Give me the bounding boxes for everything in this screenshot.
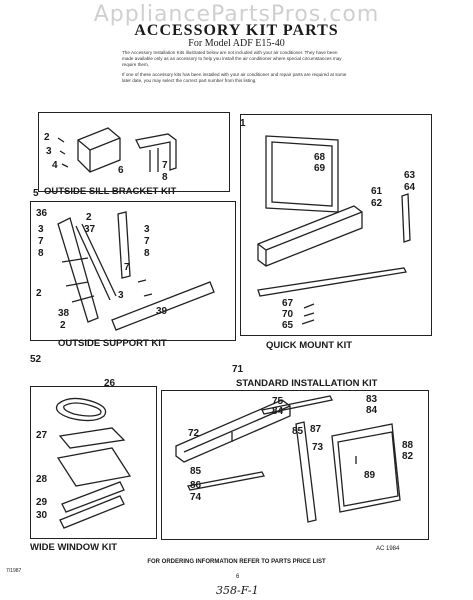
callout: 3 — [118, 290, 124, 301]
callout: 2 — [44, 132, 50, 143]
page-number: 6 — [236, 574, 240, 580]
standard-installation-box — [161, 390, 429, 540]
callout: 39 — [156, 306, 168, 317]
callout: 3 — [144, 224, 150, 235]
callout: 7 — [144, 236, 150, 247]
callout: 7 — [162, 160, 168, 171]
callout: 4 — [52, 160, 58, 171]
quick-mount-box — [240, 114, 432, 336]
callout: 2 — [60, 320, 66, 331]
callout: 6 — [118, 165, 124, 176]
kit-number: 5 — [33, 188, 39, 199]
callout: 62 — [371, 198, 383, 209]
caption-outside-support-kit: OUTSIDE SUPPORT KIT — [58, 338, 167, 349]
callout: 83 — [366, 394, 378, 405]
intro-paragraph-2: If one of these accessory kits has been … — [122, 72, 347, 83]
callout: 8 — [38, 248, 44, 259]
callout: 38 — [58, 308, 70, 319]
callout: 84 — [272, 406, 284, 417]
callout: 72 — [188, 428, 200, 439]
caption-wide-window-kit: WIDE WINDOW KIT — [30, 542, 118, 553]
outside-sill-bracket-box — [38, 112, 230, 192]
page-title: ACCESSORY KIT PARTS — [134, 22, 339, 39]
callout: 37 — [84, 224, 96, 235]
callout: 7 — [38, 236, 44, 247]
callout: 8 — [162, 172, 168, 183]
callout: 86 — [190, 480, 202, 491]
left-code: 7/1987 — [6, 568, 22, 574]
callout: 87 — [310, 424, 322, 435]
outside-support-box — [30, 201, 236, 341]
callout: 69 — [314, 163, 326, 174]
kit-number: 71 — [232, 364, 244, 375]
callout: 85 — [190, 466, 202, 477]
callout: 8 — [144, 248, 150, 259]
callout: 85 — [292, 426, 304, 437]
callout: 68 — [314, 152, 326, 163]
callout: 2 — [36, 288, 42, 299]
caption-outside-sill-bracket-kit: OUTSIDE SILL BRACKET KIT — [44, 186, 177, 197]
caption-standard-installation-kit: STANDARD INSTALLATION KIT — [236, 378, 378, 389]
callout: 82 — [402, 451, 414, 462]
callout: 29 — [36, 497, 48, 508]
intro-paragraph-1: The Accessory Installation Kits illustra… — [122, 50, 342, 67]
callout: 28 — [36, 474, 48, 485]
callout: 89 — [364, 470, 376, 481]
watermark: AppliancePartsPros.com — [93, 2, 380, 27]
callout: 26 — [104, 378, 116, 389]
callout: 67 — [282, 298, 294, 309]
callout: 74 — [190, 492, 202, 503]
callout: 73 — [312, 442, 324, 453]
drawing-code: AC 1984 — [376, 546, 400, 552]
callout: 36 — [36, 208, 48, 219]
callout: 63 — [404, 170, 416, 181]
callout: 64 — [404, 182, 416, 193]
callout: 75 — [272, 396, 284, 407]
page-subtitle: For Model ADF E15-40 — [188, 38, 285, 49]
kit-number: 52 — [30, 354, 42, 365]
callout: 88 — [402, 440, 414, 451]
callout: 2 — [86, 212, 92, 223]
callout: 3 — [38, 224, 44, 235]
wide-window-box — [30, 386, 157, 539]
kit-number: 1 — [240, 118, 246, 129]
footer-note: FOR ORDERING INFORMATION REFER TO PARTS … — [147, 559, 326, 565]
callout: 30 — [36, 510, 48, 521]
callout: 65 — [282, 320, 294, 331]
callout: 7 — [124, 262, 130, 273]
caption-quick-mount-kit: QUICK MOUNT KIT — [266, 340, 353, 351]
callout: 3 — [46, 146, 52, 157]
callout: 84 — [366, 405, 378, 416]
callout: 27 — [36, 430, 48, 441]
callout: 70 — [282, 309, 294, 320]
callout: 61 — [371, 186, 383, 197]
handwritten-note: 358-F-1 — [216, 584, 259, 597]
